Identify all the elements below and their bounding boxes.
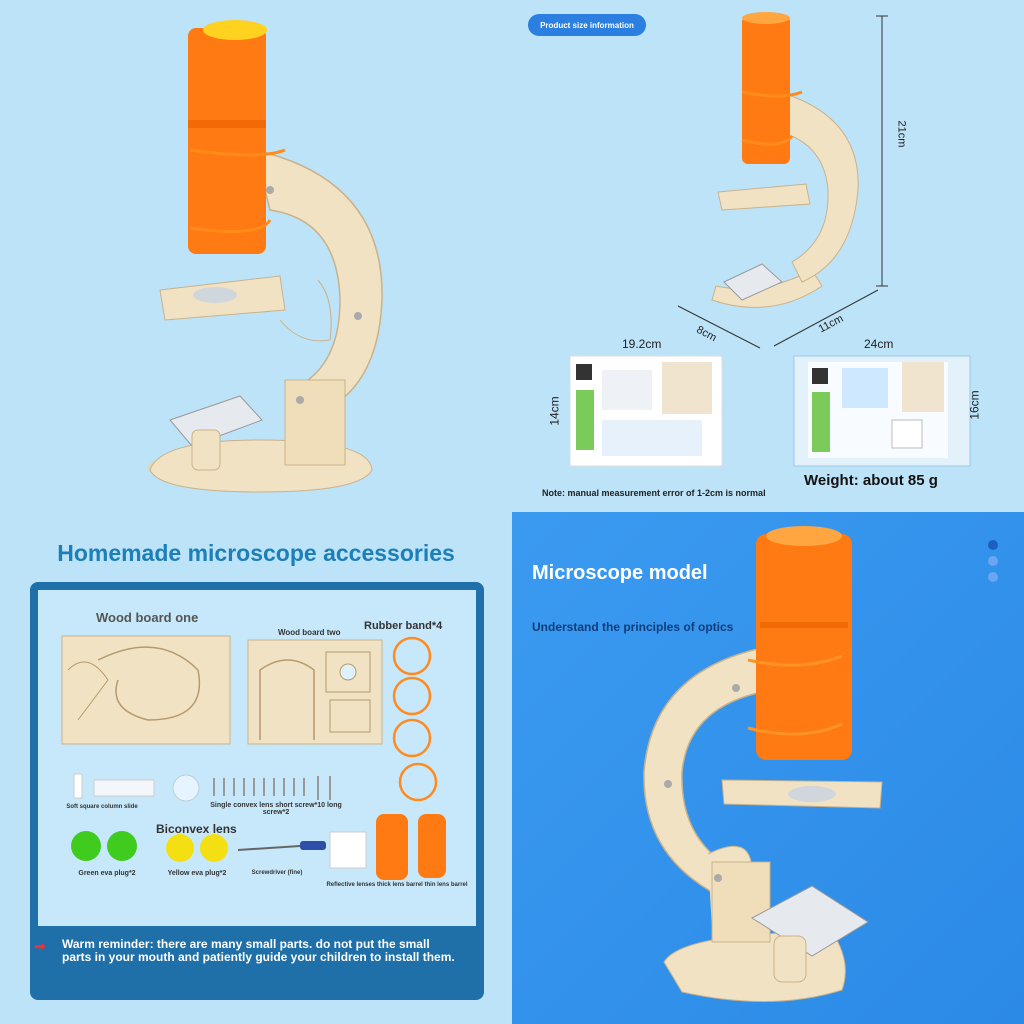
yellow-plug-label: Yellow eva plug*2 — [167, 870, 227, 877]
package-width: 24cm — [864, 337, 894, 351]
carousel-dot-2[interactable] — [988, 556, 998, 566]
measurement-note: Note: manual measurement error of 1-2cm … — [542, 488, 766, 498]
biconvex-lens-label: Biconvex lens — [156, 822, 237, 836]
microscope-illustration — [148, 20, 383, 493]
size-info-badge: Product size information — [528, 14, 646, 36]
height-dimension: 21cm — [895, 120, 908, 148]
accessories-illustration — [61, 635, 446, 880]
package-height: 16cm — [967, 390, 982, 420]
barrels-label: Reflective lenses thick lens barrel thin… — [326, 882, 468, 888]
model-title: Microscope model — [532, 562, 708, 584]
warning-arrow-icon: ➡ — [34, 938, 46, 954]
model-subtitle: Understand the principles of optics — [532, 620, 734, 634]
model-panel: Microscope model Understand the principl… — [512, 512, 1024, 1024]
accessories-title: Homemade microscope accessories — [57, 540, 455, 566]
weight-label: Weight: about 85 g — [804, 472, 938, 489]
warning-text: Warm reminder: there are many small part… — [62, 937, 455, 964]
manual-width: 19.2cm — [622, 337, 662, 351]
size-microscope-illustration — [569, 12, 971, 467]
rubber-band-label: Rubber band*4 — [364, 620, 443, 632]
lens-screws-label: Single convex lens short screw*10 long s… — [210, 802, 342, 816]
accessories-list: Wood board one Wood board two Rubber ban… — [38, 590, 476, 926]
wood-board-two-label: Wood board two — [278, 628, 341, 637]
slide-label: Soft square column slide — [66, 804, 138, 810]
manual-height: 14cm — [547, 396, 562, 426]
carousel-dot-1[interactable] — [988, 540, 998, 550]
accessories-card: Wood board one Wood board two Rubber ban… — [30, 582, 484, 1000]
microscope-photo-panel — [0, 0, 512, 512]
model-microscope-illustration — [643, 526, 883, 1003]
green-plug-label: Green eva plug*2 — [78, 870, 136, 877]
carousel-dot-3[interactable] — [988, 572, 998, 582]
wood-board-one-label: Wood board one — [96, 610, 199, 625]
size-info-panel: Product size information — [512, 0, 1024, 512]
screwdriver-label: Screwdriver (fine) — [251, 870, 303, 876]
accessories-panel: Homemade microscope accessories Wood boa… — [0, 512, 512, 1024]
